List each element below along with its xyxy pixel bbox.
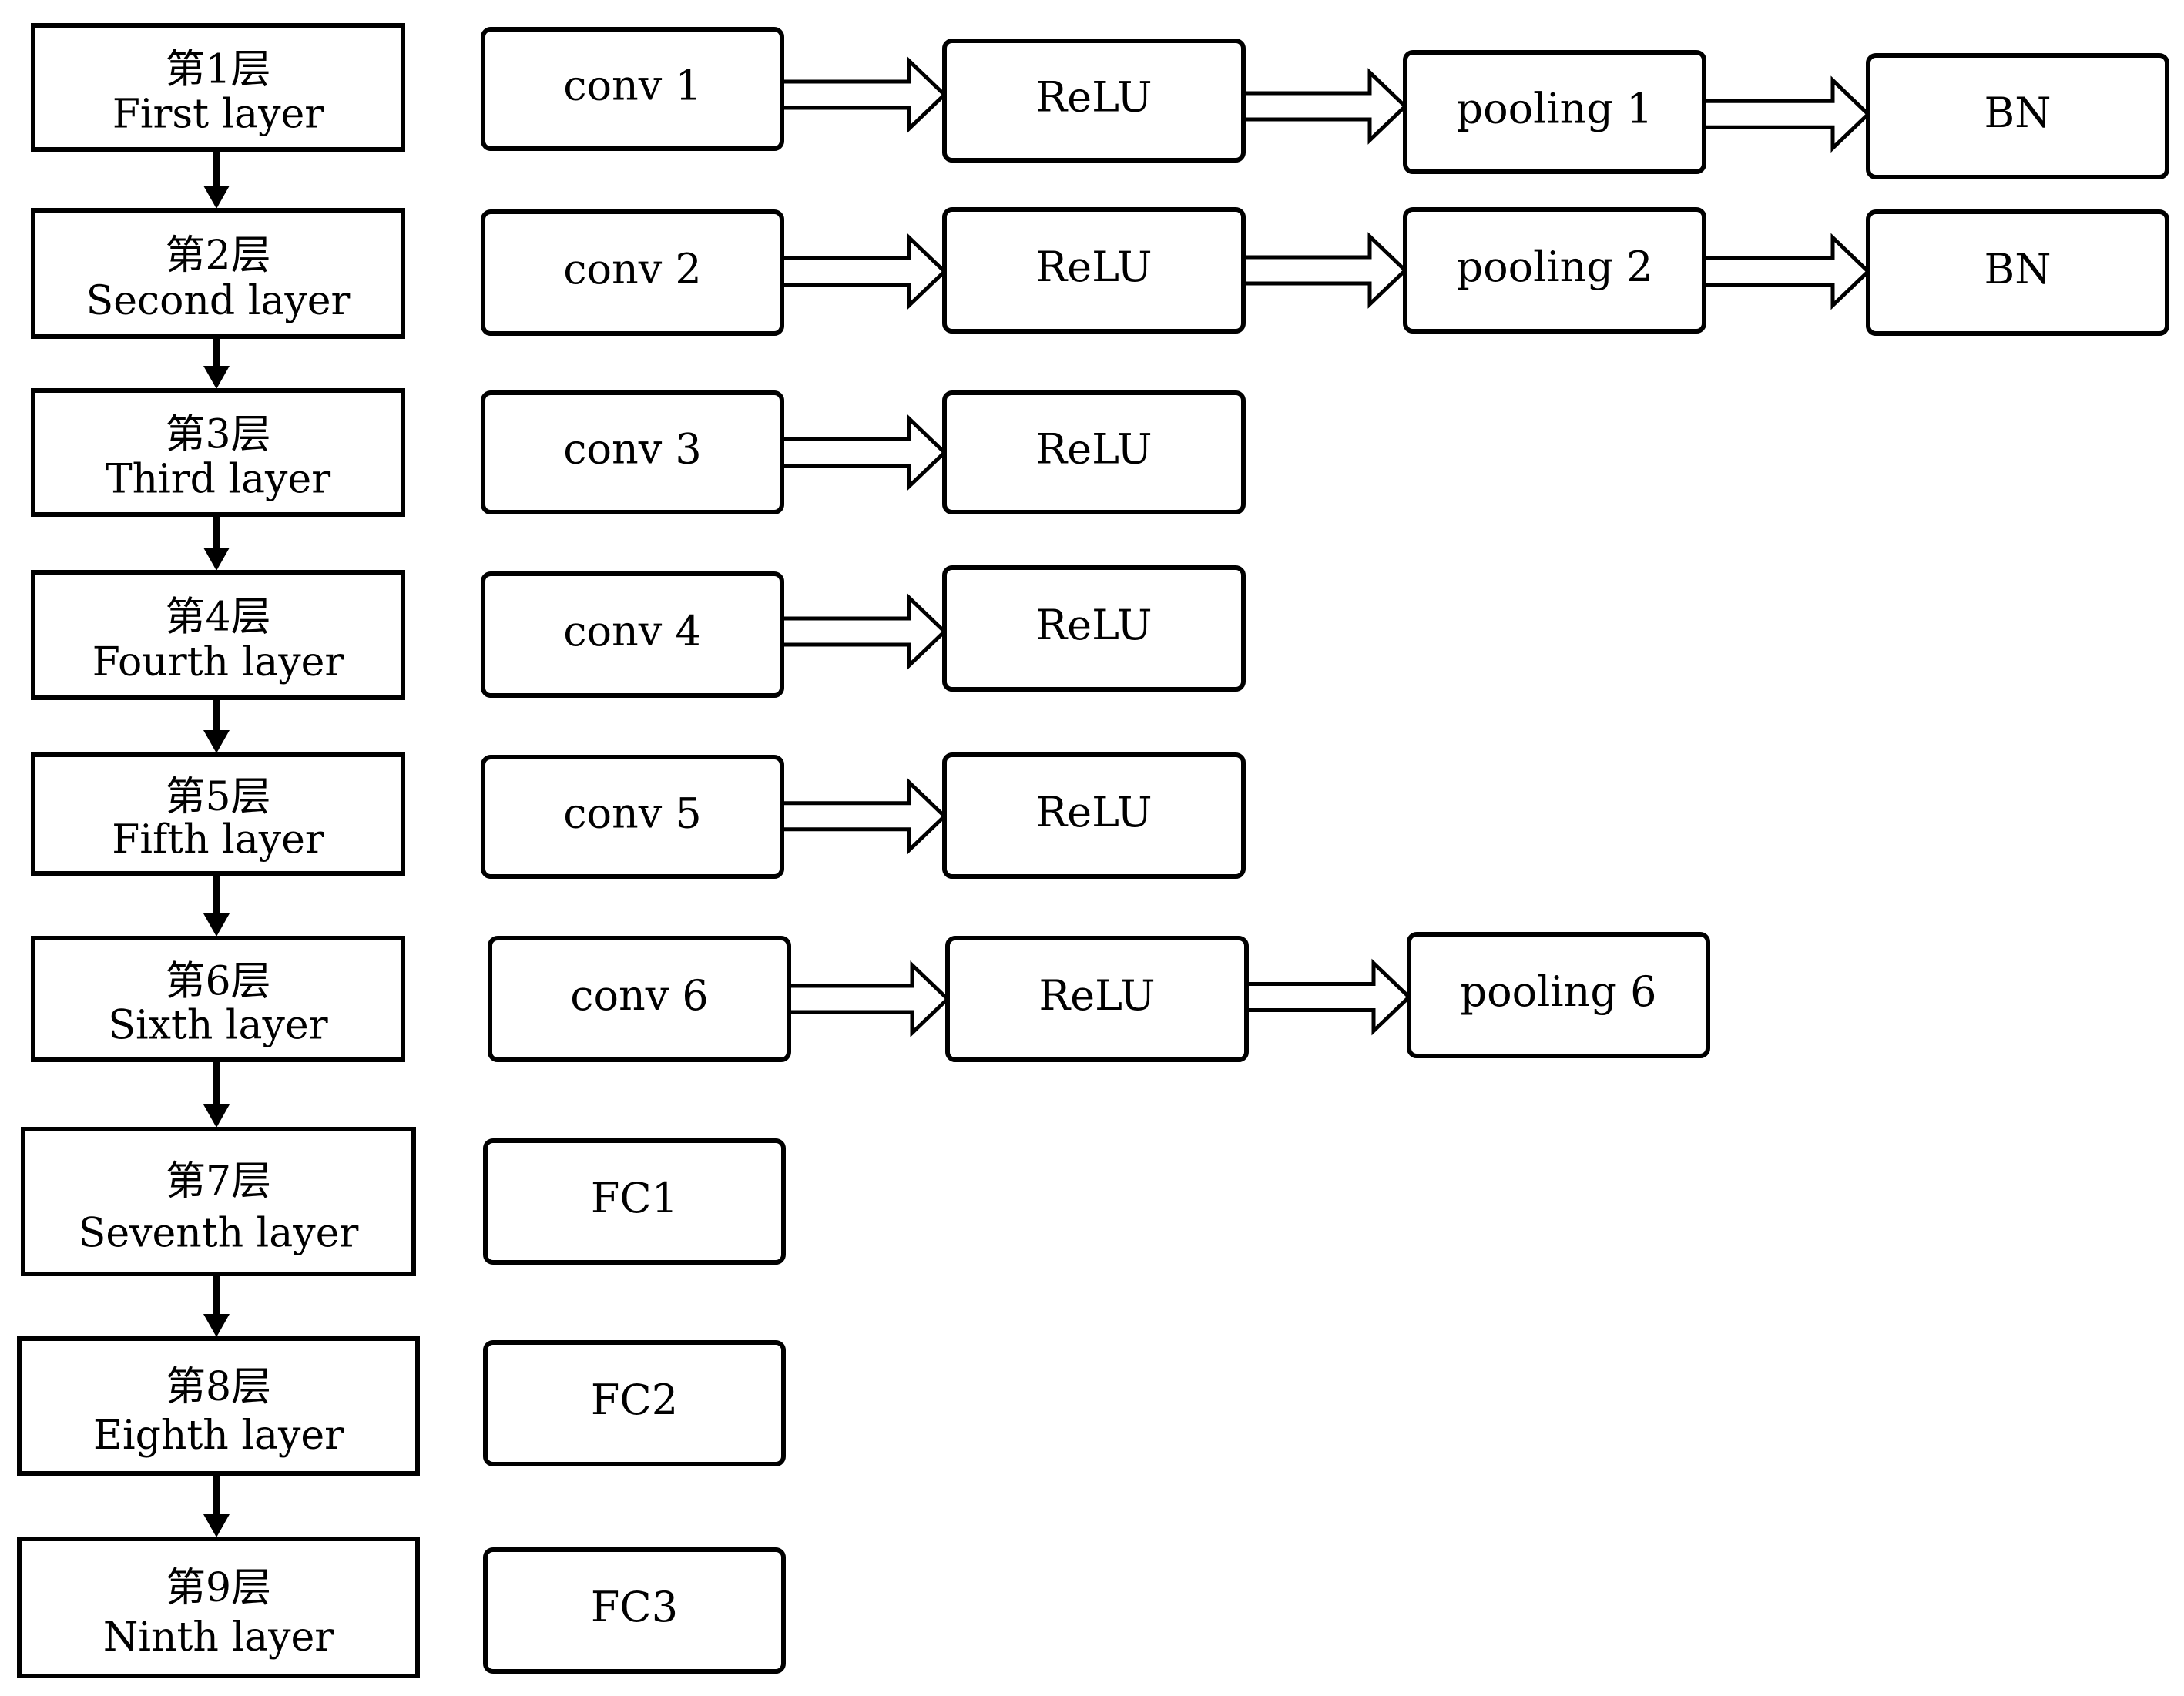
layer-3-en-label: Third layer [106, 457, 330, 503]
layer-6-relu-box [945, 936, 1249, 1062]
layer-4-conv-4-box [481, 571, 784, 698]
layer-7-fc1-label: FC1 [591, 1174, 678, 1222]
layer-2-bn-label: BN [1984, 245, 2051, 293]
layer-6-conv-6-box [488, 936, 791, 1062]
layer-6-relu-to-pooling-6-arrow [1244, 958, 1412, 1036]
layer-1-pooling-1-label: pooling 1 [1457, 85, 1653, 133]
layer-5-en-label: Fifth layer [112, 816, 324, 863]
layer-1-relu-to-pooling-1-arrow [1241, 68, 1408, 145]
layer-1-to-2-arrow [203, 152, 230, 209]
layer-6-cn-label: 第6层 [165, 959, 270, 1005]
layer-1-bn-label: BN [1984, 89, 2051, 137]
layer-5-conv-5-to-relu-arrow [780, 777, 948, 855]
layer-8-fc2-box [483, 1340, 786, 1466]
layer-3-relu-label: ReLU [1035, 425, 1152, 474]
layer-8-cn-label: 第8层 [166, 1364, 271, 1410]
layer-2-conv-2-box [481, 209, 784, 336]
layer-1-relu-box [942, 39, 1246, 163]
layer-6-pooling-6-label: pooling 6 [1461, 967, 1657, 1016]
layer-4-cn-label: 第4层 [165, 594, 270, 640]
layer-6-to-7-arrow [203, 1062, 230, 1128]
layer-2-pooling-2-box [1403, 207, 1706, 334]
layer-2-cn-label: 第2层 [165, 233, 270, 279]
layer-7-en-label: Seventh layer [79, 1211, 359, 1257]
layer-3-box [31, 388, 405, 517]
layer-5-cn-label: 第5层 [165, 774, 270, 820]
layer-1-conv-1-label: conv 1 [563, 62, 702, 110]
layer-2-relu-box [942, 207, 1246, 334]
layer-5-relu-label: ReLU [1035, 788, 1152, 836]
layer-3-to-4-arrow [203, 517, 230, 571]
layer-7-box [21, 1127, 416, 1276]
layer-3-conv-3-to-relu-arrow [780, 414, 948, 491]
layer-6-box [31, 936, 405, 1062]
layer-5-conv-5-label: conv 5 [563, 789, 702, 838]
layer-1-pooling-1-to-bn-arrow [1702, 75, 1871, 153]
layer-1-bn-box [1866, 53, 2169, 179]
layer-9-cn-label: 第9层 [166, 1565, 271, 1611]
layer-2-box [31, 208, 405, 339]
layer-6-relu-label: ReLU [1038, 971, 1155, 1020]
layer-7-cn-label: 第7层 [166, 1158, 271, 1205]
layer-2-to-3-arrow [203, 339, 230, 389]
layer-4-box [31, 570, 405, 700]
layer-9-en-label: Ninth layer [103, 1614, 334, 1661]
layer-1-relu-label: ReLU [1035, 73, 1152, 122]
layer-5-conv-5-box [481, 755, 784, 879]
layer-2-bn-box [1866, 209, 2169, 336]
layer-6-pooling-6-box [1407, 932, 1710, 1058]
layer-1-pooling-1-box [1403, 50, 1706, 174]
layer-2-conv-2-label: conv 2 [563, 245, 702, 293]
layer-7-to-8-arrow [203, 1276, 230, 1337]
layer-1-cn-label: 第1层 [165, 47, 270, 93]
layer-9-box [17, 1537, 420, 1678]
layer-8-box [17, 1336, 420, 1476]
layer-4-conv-4-label: conv 4 [563, 607, 702, 655]
connectors [203, 56, 1871, 1537]
layer-8-fc2-label: FC2 [591, 1376, 678, 1424]
layer-2-relu-label: ReLU [1035, 243, 1152, 291]
layer-3-cn-label: 第3层 [165, 412, 270, 458]
layer-9-fc3-box [483, 1547, 786, 1674]
layer-6-conv-6-label: conv 6 [570, 971, 709, 1020]
layer-6-en-label: Sixth layer [108, 1002, 327, 1048]
layer-4-conv-4-to-relu-arrow [780, 593, 948, 670]
layer-2-en-label: Second layer [86, 278, 351, 324]
layer-5-to-6-arrow [203, 876, 230, 937]
layer-5-box [31, 752, 405, 876]
layer-2-relu-to-pooling-2-arrow [1241, 232, 1408, 309]
layer-7-fc1-box [483, 1138, 786, 1265]
layer-3-relu-box [942, 390, 1246, 514]
layer-4-relu-box [942, 565, 1246, 692]
layer-1-conv-1-to-relu-arrow [780, 56, 948, 133]
layer-4-relu-label: ReLU [1035, 601, 1152, 649]
layer-9-fc3-label: FC3 [591, 1583, 678, 1631]
layer-8-en-label: Eighth layer [93, 1413, 344, 1459]
layer-4-to-5-arrow [203, 700, 230, 753]
layer-4-en-label: Fourth layer [92, 639, 344, 685]
layer-2-pooling-2-to-bn-arrow [1702, 233, 1871, 310]
layer-1-box [31, 23, 405, 152]
layer-1-conv-1-box [481, 27, 784, 151]
layer-6-conv-6-to-relu-arrow [787, 960, 951, 1037]
layer-5-relu-box [942, 752, 1246, 879]
layer-3-conv-3-label: conv 3 [563, 425, 702, 474]
layer-3-conv-3-box [481, 390, 784, 514]
layer-1-en-label: First layer [112, 92, 324, 138]
layer-8-to-9-arrow [203, 1476, 230, 1537]
layer-2-pooling-2-label: pooling 2 [1457, 243, 1653, 291]
layer-2-conv-2-to-relu-arrow [780, 233, 948, 310]
